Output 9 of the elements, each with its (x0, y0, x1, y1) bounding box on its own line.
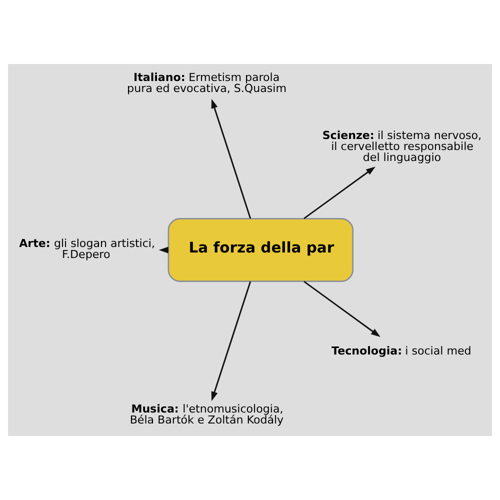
node-text: Scienze: il sistema nervoso, il cervelletto responsabile del linguaggio (322, 128, 482, 164)
arrow (211, 281, 252, 402)
node-text: Arte: gli slogan artistici, F.Depero (19, 236, 156, 261)
node-text: Musica: l'etnomusicologia, Béla Bartók e Zoltán Kodály (130, 402, 284, 427)
node-text: Tecnologia: i social med (332, 344, 472, 358)
arrow (211, 98, 252, 219)
arrow (304, 166, 376, 220)
arrow (304, 280, 380, 337)
node-text: Italiano: Ermetism parola pura ed evocativa, S.Quasim (127, 71, 286, 96)
